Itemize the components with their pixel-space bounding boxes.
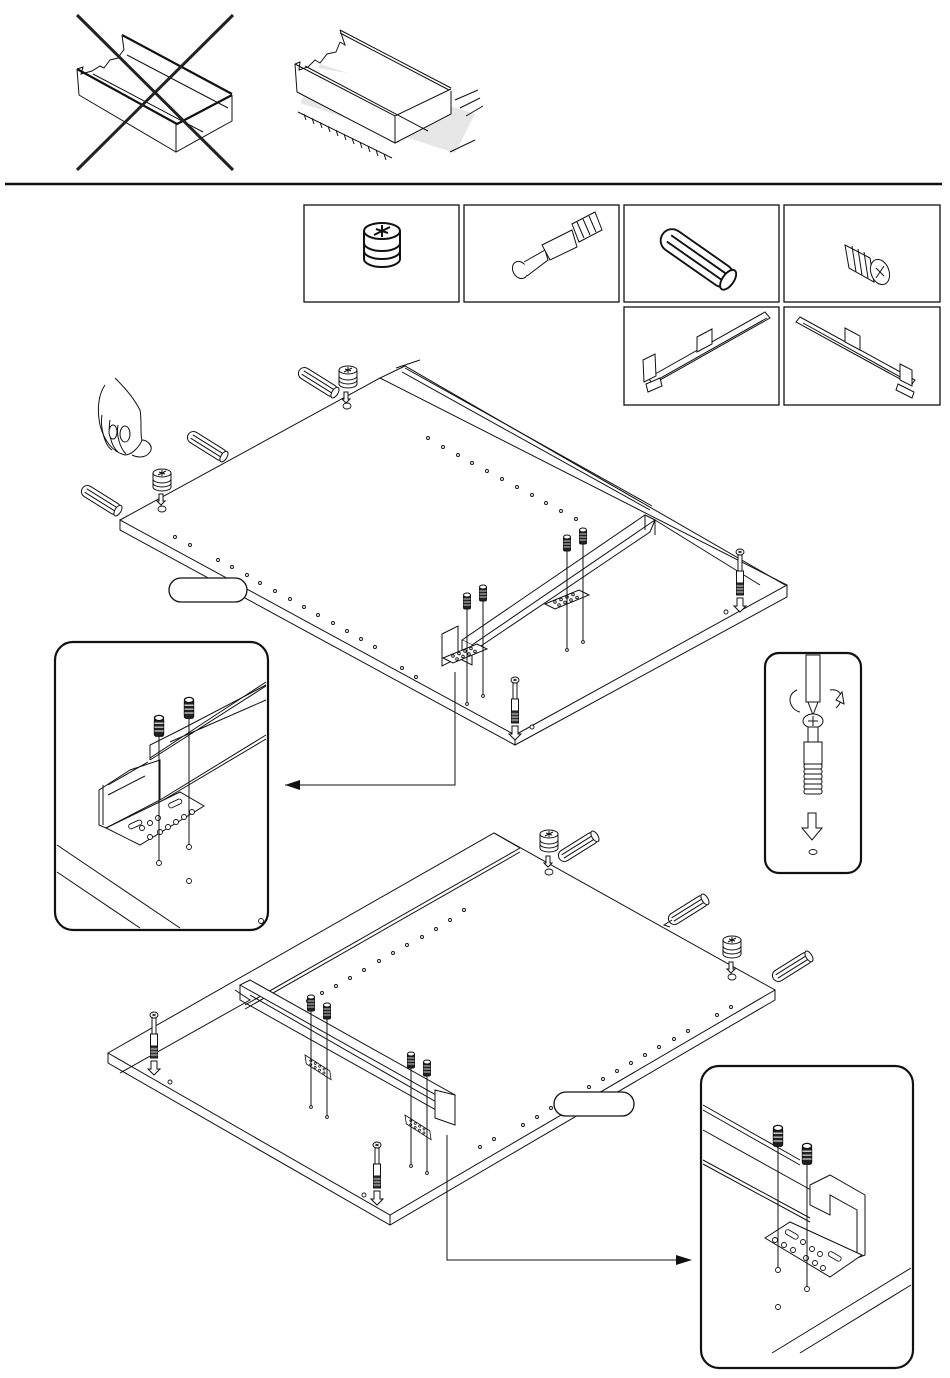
runner-left-icon	[643, 312, 770, 392]
dowel-icon	[770, 950, 815, 984]
hand-icon	[98, 378, 151, 457]
dowel-icon	[296, 365, 341, 399]
insert-icon	[802, 1143, 811, 1164]
cam-lock-icon	[723, 936, 741, 958]
insert-icon	[154, 715, 163, 736]
runner-right-icon	[796, 317, 915, 398]
insert-icon	[845, 245, 893, 287]
cam-lock-icon	[339, 366, 357, 388]
cam-lock-icon	[153, 469, 171, 491]
screwdriver-shaft	[806, 655, 820, 702]
correct-handling-illustration	[295, 30, 483, 160]
detail-inset-cambolt	[765, 653, 861, 873]
insert-icon	[184, 697, 193, 718]
step-label-oval-lower	[554, 1092, 634, 1116]
detail-inset-left	[55, 642, 268, 930]
dowel-icon	[185, 429, 230, 463]
insert-icon	[773, 1125, 782, 1146]
cam-bolt-icon	[509, 212, 602, 281]
parts-legend	[304, 205, 940, 405]
leader-arrow-icon	[285, 780, 300, 790]
wrong-handling-illustration	[77, 15, 233, 170]
dowel-icon	[666, 893, 711, 927]
dowel-icon	[79, 483, 124, 517]
dowel-icon	[556, 830, 601, 864]
detail-inset-right	[701, 1066, 913, 1368]
cam-lock-icon	[364, 223, 400, 267]
step-label-oval-upper	[169, 578, 247, 602]
cam-lock-icon	[540, 830, 558, 852]
dowel-icon	[656, 225, 739, 293]
leader-arrow-icon	[676, 1255, 692, 1265]
